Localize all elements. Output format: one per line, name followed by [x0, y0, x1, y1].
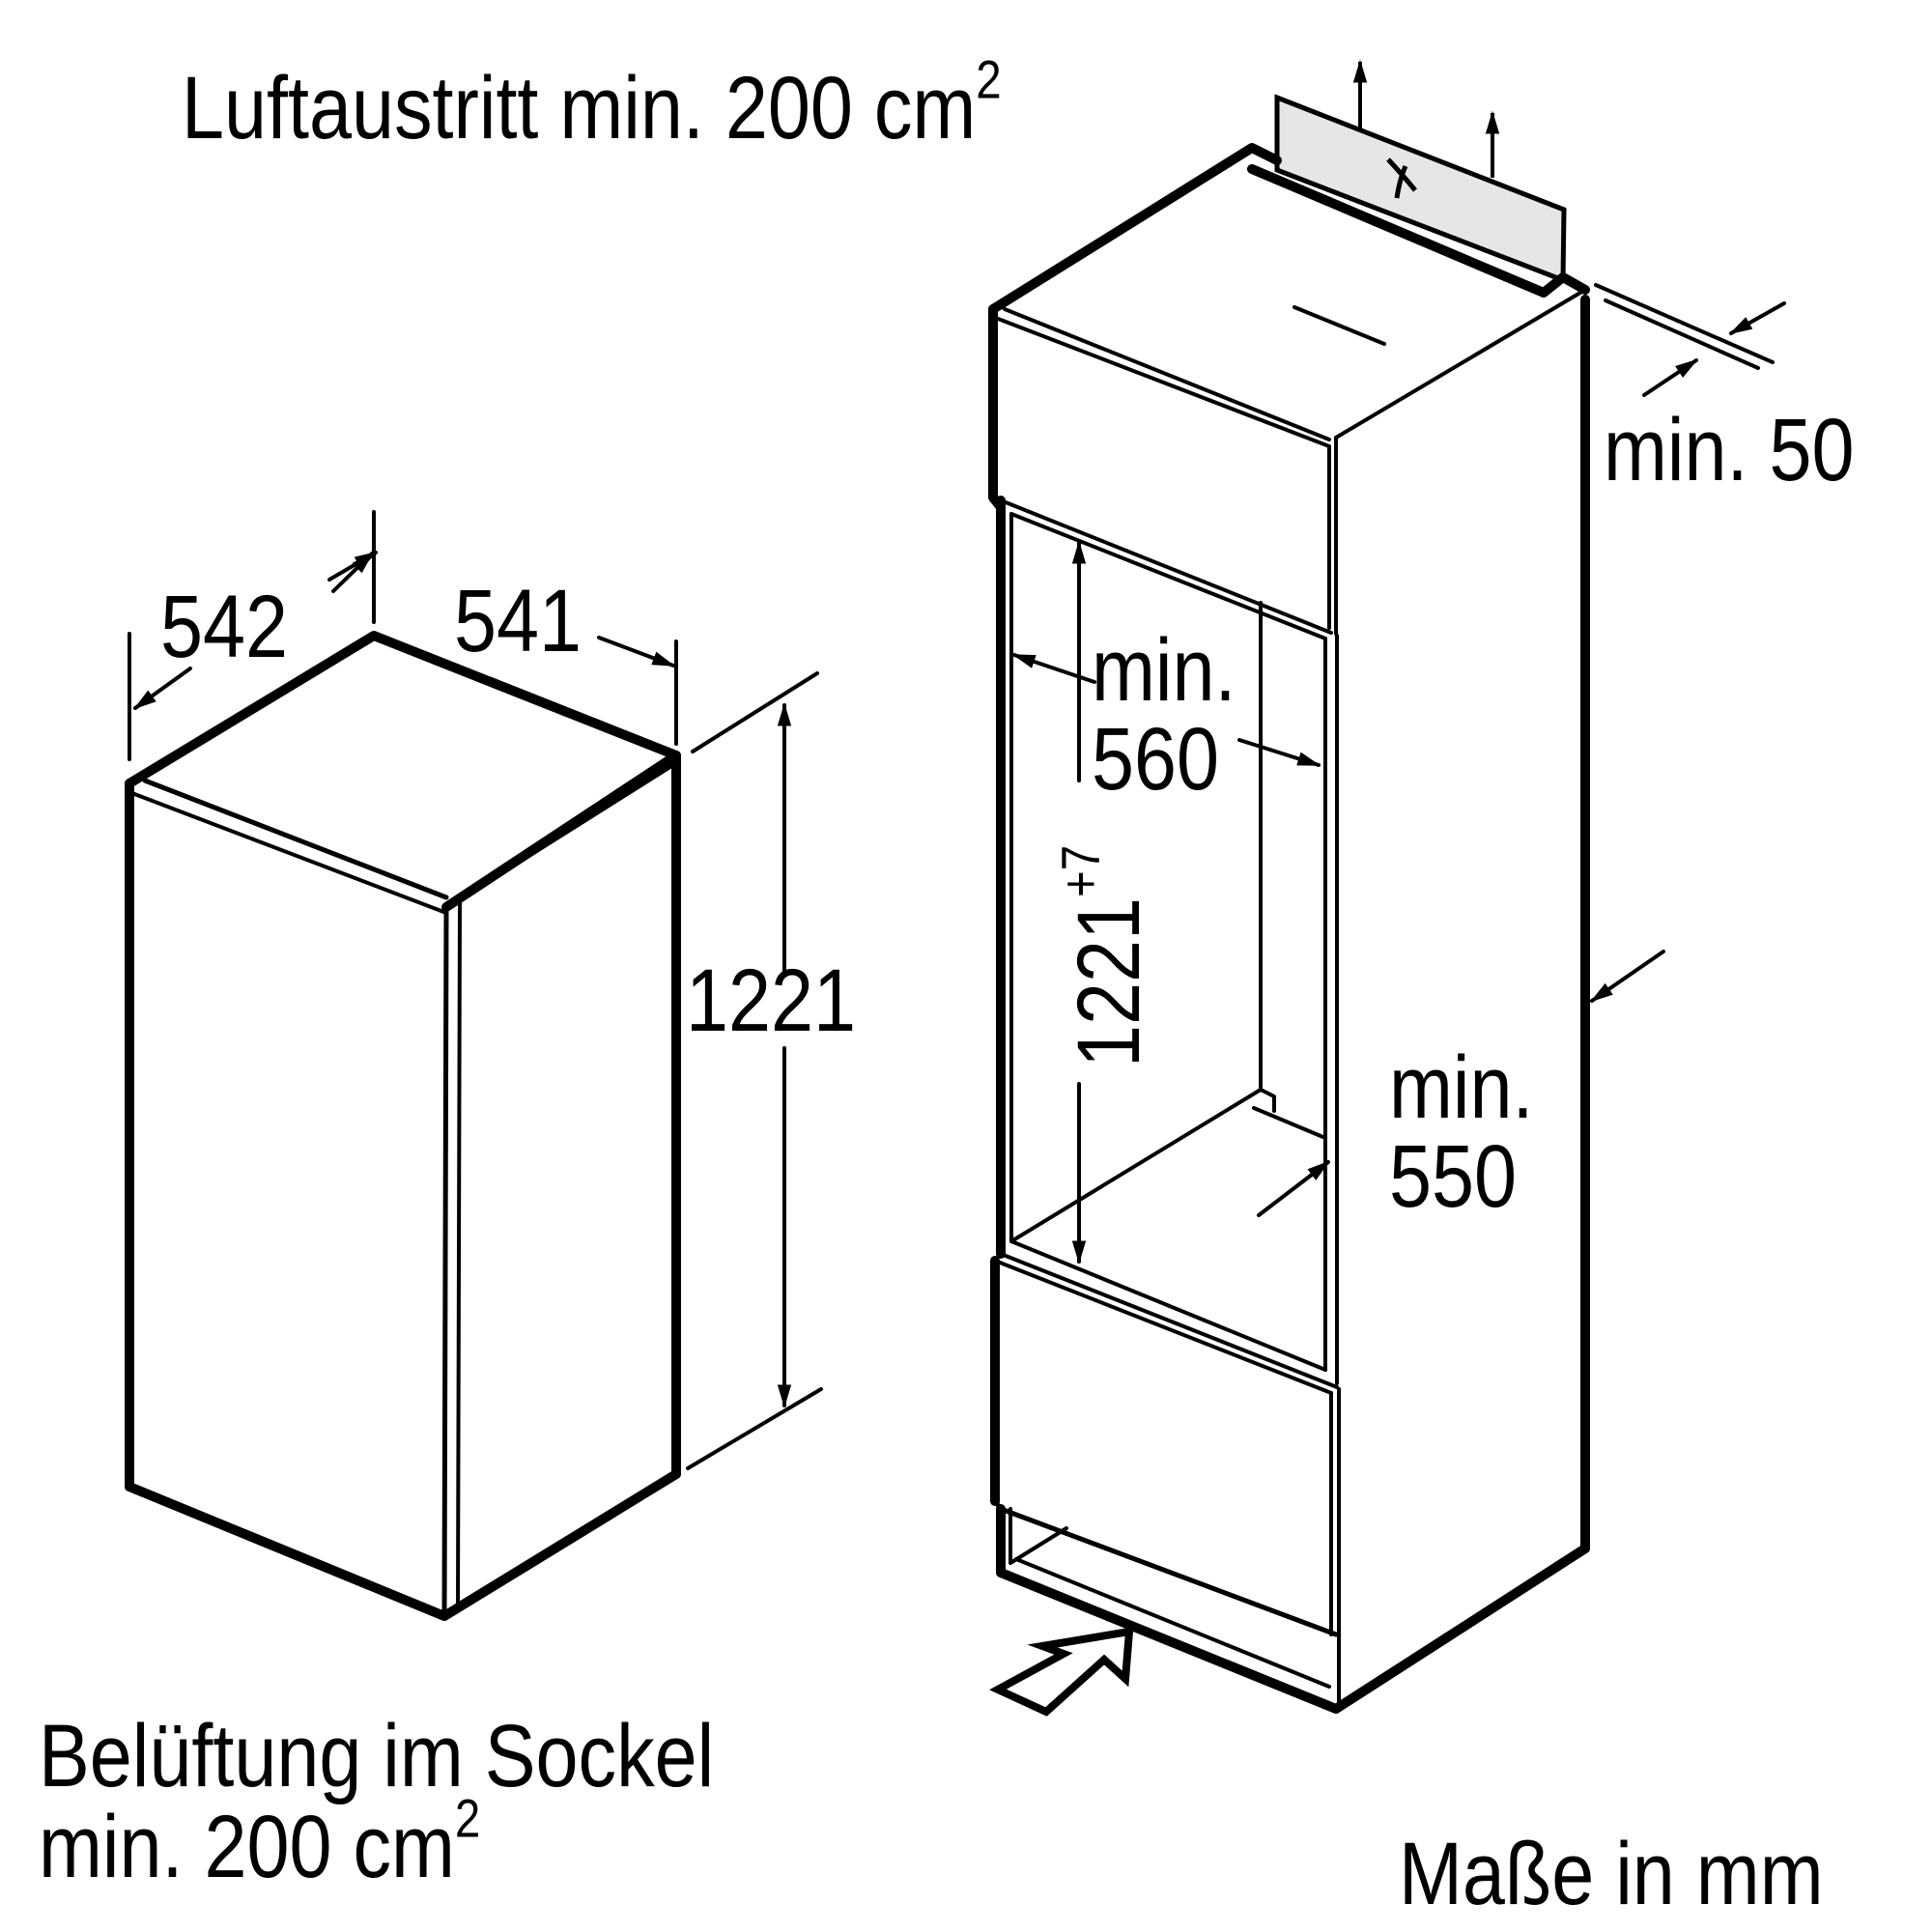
appliance-depth-label: 542: [160, 578, 289, 676]
units-note: Maße in mm: [1399, 1825, 1824, 1923]
appliance-width-label: 541: [454, 572, 582, 670]
appliance-dimensions: [128, 510, 823, 1470]
niche-dimensions: [1011, 283, 1786, 1264]
top-clearance-label: min. 50: [1604, 401, 1855, 499]
appliance-height-label: 1221: [686, 952, 857, 1050]
air-outlet-label: Luftaustritt min. 200 cm2: [182, 53, 1002, 153]
niche-height-tolerance: +7: [1050, 844, 1111, 897]
plinth-ventilation-line2: min. 200 cm2: [39, 1792, 480, 1891]
niche-height-value: 1221: [1060, 896, 1158, 1067]
niche-width-label-line1: min.: [1092, 621, 1236, 720]
air-outlet-text: Luftaustritt min. 200 cm: [182, 59, 977, 157]
air-inlet-arrow-icon: [989, 1627, 1134, 1717]
plinth-ventilation-line1: Belüftung im Sockel: [39, 1707, 715, 1805]
niche-drawing: [988, 143, 1590, 1714]
niche-depth-label-line1: min.: [1389, 1038, 1534, 1137]
vent-grille: [1274, 59, 1567, 284]
niche-depth-label-line2: 550: [1389, 1127, 1518, 1226]
niche-height-label: 1221+7: [1051, 845, 1158, 1067]
superscript: 2: [976, 49, 1002, 110]
niche-width-label-line2: 560: [1092, 710, 1220, 809]
plinth-ventilation-text: min. 200 cm: [39, 1798, 455, 1896]
superscript: 2: [454, 1788, 481, 1849]
appliance-drawing: [125, 631, 681, 1621]
